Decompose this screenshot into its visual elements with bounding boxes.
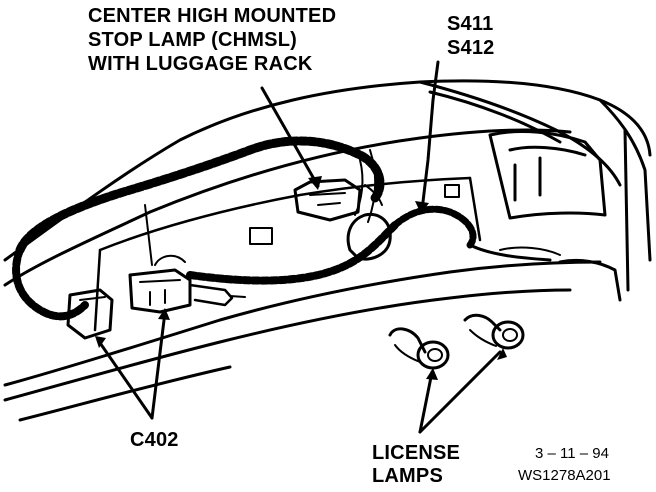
chmsl-label-line3: WITH LUGGAGE RACK [88,53,313,75]
splice-label-s412: S412 [447,37,495,59]
splice-label-s411: S411 [447,13,494,35]
license-lamps-label-line2: LAMPS [372,465,443,487]
license-lamp-left [388,327,450,370]
c402-connector-pair [66,254,246,340]
figure-id: WS1278A201 [518,467,611,484]
wiring-harness [12,136,561,321]
license-lamp-right [463,313,525,350]
leader-lines [96,60,502,434]
arrowheads [95,176,507,380]
connector-label-c402: C402 [130,429,179,451]
vehicle-body-outline [3,79,652,422]
figure-date: 3 – 11 – 94 [535,445,609,462]
chmsl-label-line1: CENTER HIGH MOUNTED [88,5,337,27]
license-lamps-label-line1: LICENSE [372,442,461,464]
chmsl-label-line2: STOP LAMP (CHMSL) [88,29,297,51]
